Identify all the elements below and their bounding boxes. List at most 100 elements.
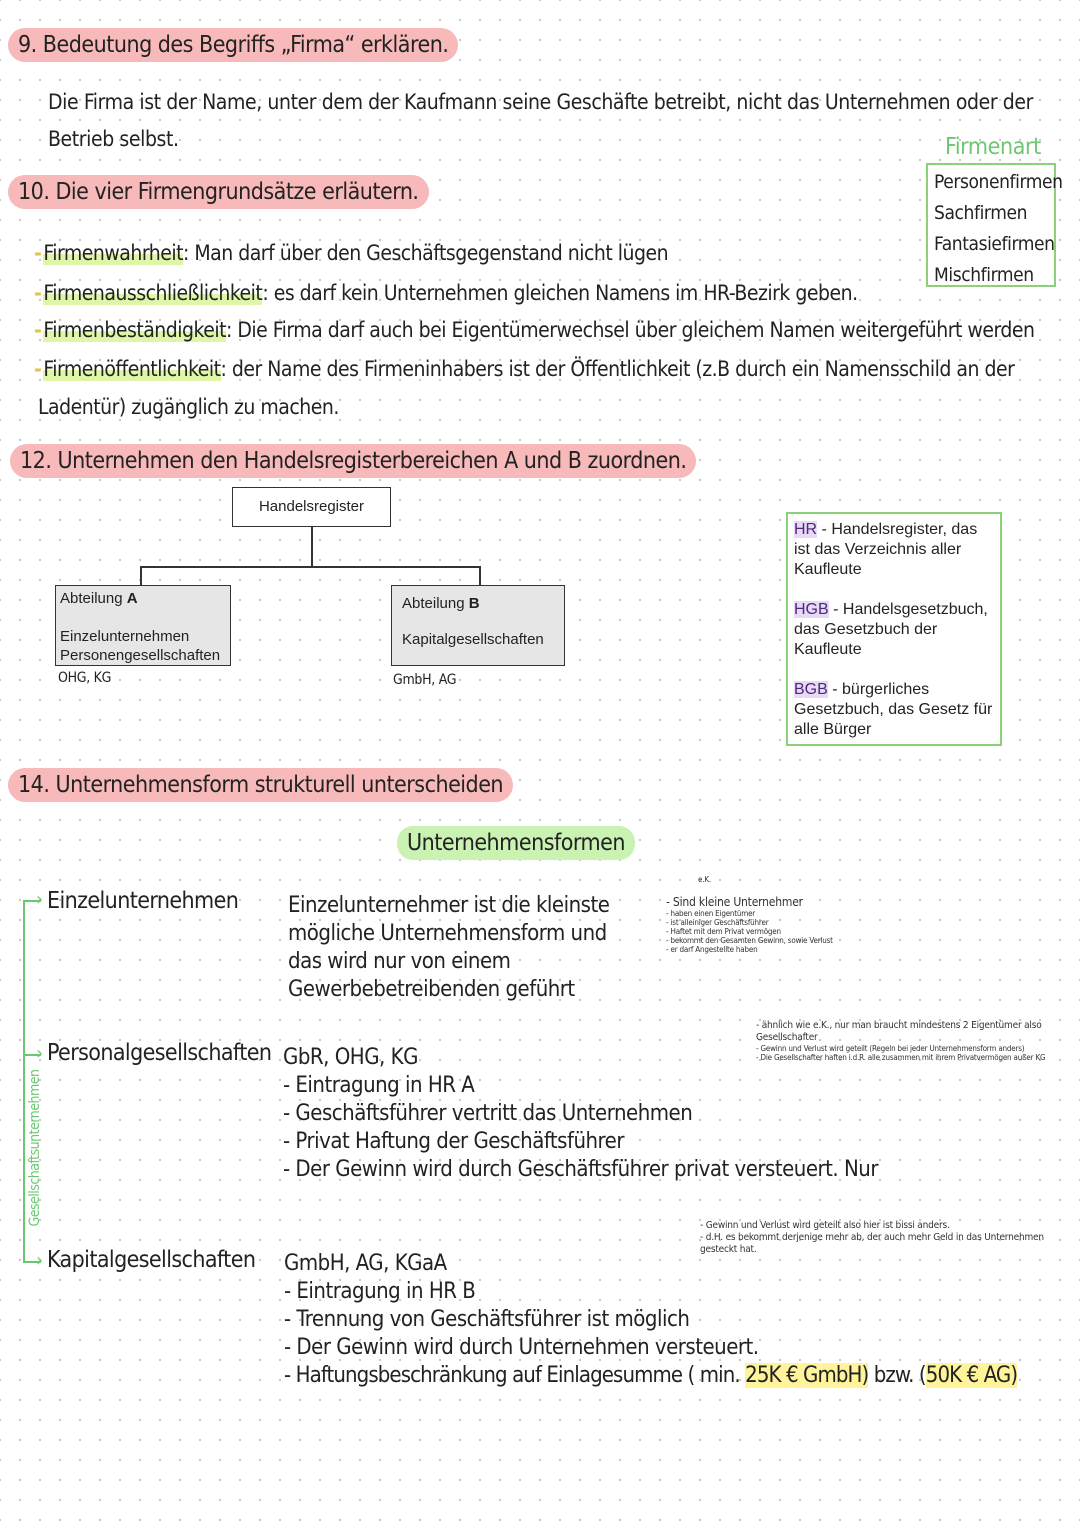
bullet-firmenausschliesslichkeit: -Firmenausschließlichkeit: es darf kein …	[34, 278, 858, 308]
haftung-mid: bzw. (	[868, 1363, 927, 1388]
desc-line: - Eintragung in HR B	[284, 1279, 476, 1304]
arrow-icon: ›	[36, 889, 44, 910]
legend-text: - Handelsgesetzbuch, das Gesetzbuch der …	[794, 601, 988, 658]
heading-q10: 10. Die vier Firmengrundsätze erläutern.	[8, 175, 429, 209]
highlight-ag-min: 50K € AG)	[925, 1363, 1018, 1388]
firmenart-item: Personenfirmen	[934, 171, 1063, 193]
desc-line: - Eintragung in HR A	[283, 1073, 475, 1098]
firmenart-item: Mischfirmen	[934, 264, 1034, 286]
firmenart-box: Personenfirmen Sachfirmen Fantasiefirmen…	[926, 163, 1063, 287]
box-b-note: GmbH, AG	[393, 672, 457, 688]
bullet-firmenwahrheit: -Firmenwahrheit: Man darf über den Gesch…	[34, 238, 669, 268]
haftung-prefix: - Haftungsbeschränkung auf Einlagesumme …	[284, 1363, 746, 1388]
tree-branch	[23, 900, 41, 902]
heading-q14: 14. Unternehmensform strukturell untersc…	[8, 768, 514, 802]
note-line: - Die Gesellschafter haften i.d.R. alle …	[756, 1053, 1046, 1062]
label-kapitalgesellschaften: Kapitalgesellschaften	[47, 1247, 256, 1273]
note-einzel: - Sind kleine Unternehmer - haben einen …	[666, 895, 866, 955]
label-personalgesellschaften: Personalgesellschaften	[47, 1040, 272, 1066]
desc-line: - Privat Haftung der Geschäftsführer	[283, 1129, 624, 1154]
box-a-line1: Einzelunternehmen	[60, 628, 190, 645]
note-line: - er darf Angestellte haben	[666, 945, 758, 954]
heading-q9: 9. Bedeutung des Begriffs „Firma“ erklär…	[8, 28, 459, 62]
highlight-gmbh-min: 25K € GmbH)	[745, 1363, 869, 1388]
diagram-box-b: Abteilung B Kapitalgesellschaften	[391, 585, 565, 666]
heading-q12: 12. Unternehmen den Handelsregisterberei…	[10, 444, 697, 478]
desc-personalgesellschaften: GbR, OHG, KG - Eintragung in HR A - Gesc…	[283, 1044, 878, 1184]
tree-branch	[23, 1261, 41, 1263]
abbreviation-legend: HR - Handelsregister, das ist das Verzei…	[786, 512, 1002, 746]
side-label-gesellschaftsunternehmen: Gesellschaftsunternehmen	[27, 1069, 43, 1227]
desc-line: Gewerbebetreibenden geführt	[288, 977, 575, 1002]
bullet-firmenoeffentlichkeit: -Firmenöffentlichkeit: der Name des Firm…	[34, 354, 1015, 384]
tree-bracket	[23, 900, 25, 1262]
note-line: - ähnlich wie e.K., nur man braucht mind…	[756, 1020, 1042, 1043]
diagram-connector	[140, 566, 142, 586]
q9-text-line1: Die Firma ist der Name, unter dem der Ka…	[48, 90, 1033, 114]
desc-line: GbR, OHG, KG	[283, 1045, 418, 1070]
label-einzelunternehmen: Einzelunternehmen	[47, 888, 239, 914]
diagram-connector	[311, 526, 313, 566]
bullet-term: Firmenbeständigkeit	[43, 318, 226, 342]
bullet-dash: -	[34, 281, 42, 305]
note-ek-title: e.K.	[698, 875, 711, 884]
firmenart-title: Firmenart	[945, 134, 1041, 160]
bullet-term: Firmenöffentlichkeit	[43, 357, 221, 381]
box-a-letter: A	[126, 590, 138, 607]
arrow-icon: ›	[36, 1250, 44, 1271]
box-b-letter: B	[468, 595, 480, 612]
bullet-term: Firmenausschließlichkeit	[43, 281, 263, 305]
firmenart-item: Sachfirmen	[934, 202, 1028, 224]
legend-abbr: HR	[794, 521, 818, 538]
note-line: - d.H. es bekommt derjenige mehr ab, der…	[700, 1232, 1044, 1255]
legend-item-hr: HR - Handelsregister, das ist das Verzei…	[794, 520, 994, 580]
box-b-line1: Kapitalgesellschaften	[402, 631, 544, 648]
note-personal: - ähnlich wie e.K., nur man braucht mind…	[756, 1020, 1076, 1062]
bullet-text: : der Name des Firmeninhabers ist der Öf…	[220, 357, 1015, 381]
desc-line: - Geschäftsführer vertritt das Unternehm…	[283, 1101, 693, 1126]
diagram-root-label: Handelsregister	[258, 498, 365, 515]
bullet-continuation: Ladentür) zugänglich zu machen.	[38, 395, 339, 419]
desc-line: - Trennung von Geschäftsführer ist mögli…	[284, 1307, 690, 1332]
unternehmensformen-title: Unternehmensformen	[397, 826, 636, 860]
diagram-connector	[479, 566, 481, 586]
note-line: - ist alleiniger Geschäftsführer	[666, 918, 769, 927]
q9-text: Die Firma ist der Name, unter dem der Ka…	[48, 84, 1033, 158]
bullet-dash: -	[34, 318, 42, 342]
box-b-prefix: Abteilung	[402, 595, 469, 612]
desc-line: das wird nur von einem	[288, 949, 511, 974]
bullet-term: Firmenwahrheit	[43, 241, 184, 265]
desc-line: Einzelunternehmer ist die kleinste	[288, 893, 610, 918]
note-line: - bekommt den Gesamten Gewinn, sowie Ver…	[666, 936, 833, 945]
desc-kapitalgesellschaften: GmbH, AG, KGaA - Eintragung in HR B - Tr…	[284, 1250, 1074, 1390]
bullet-dash: -	[34, 241, 42, 265]
note-line: - Haftet mit dem Privat vermögen	[666, 927, 781, 936]
note-kapital: - Gewinn und Verlust wird geteilt also h…	[700, 1220, 1075, 1256]
note-line: - Sind kleine Unternehmer	[666, 895, 803, 909]
bullet-dash: -	[34, 357, 42, 381]
tree-branch	[23, 1054, 41, 1056]
desc-einzelunternehmen: Einzelunternehmer ist die kleinste mögli…	[288, 892, 610, 1004]
legend-item-hgb: HGB - Handelsgesetzbuch, das Gesetzbuch …	[794, 600, 994, 660]
note-line: - Gewinn und Verlust wird geteilt also h…	[700, 1220, 950, 1231]
legend-item-bgb: BGB - bürgerliches Gesetzbuch, das Geset…	[794, 680, 994, 740]
bullet-text: : Man darf über den Geschäftsgegenstand …	[183, 241, 669, 265]
bullet-text: : Die Firma darf auch bei Eigentümerwech…	[226, 318, 1035, 342]
box-a-note: OHG, KG	[58, 670, 112, 686]
bullet-text: : es darf kein Unternehmen gleichen Name…	[262, 281, 858, 305]
bullet-firmenbestaendigkeit: -Firmenbeständigkeit: Die Firma darf auc…	[34, 315, 1035, 345]
diagram-root-box: Handelsregister	[232, 487, 391, 527]
box-a-line2: Personengesellschaften	[60, 647, 221, 664]
desc-line: mögliche Unternehmensform und	[288, 921, 607, 946]
desc-line: - Der Gewinn wird durch Geschäftsführer …	[283, 1157, 878, 1182]
note-line: - Gewinn und Verlust wird geteilt (Regel…	[756, 1044, 1025, 1053]
legend-abbr: HGB	[794, 601, 829, 618]
box-a-prefix: Abteilung	[60, 590, 127, 607]
desc-line: - Der Gewinn wird durch Unternehmen vers…	[284, 1335, 759, 1360]
diagram-connector	[140, 566, 480, 568]
desc-line: GmbH, AG, KGaA	[284, 1251, 447, 1276]
diagram-box-a: Abteilung A Einzelunternehmen Personenge…	[55, 585, 231, 666]
note-line: - haben einen Eigentümer	[666, 909, 756, 918]
legend-text: - Handelsregister, das ist das Verzeichn…	[794, 521, 978, 578]
q9-text-line2: Betrieb selbst.	[48, 127, 179, 151]
